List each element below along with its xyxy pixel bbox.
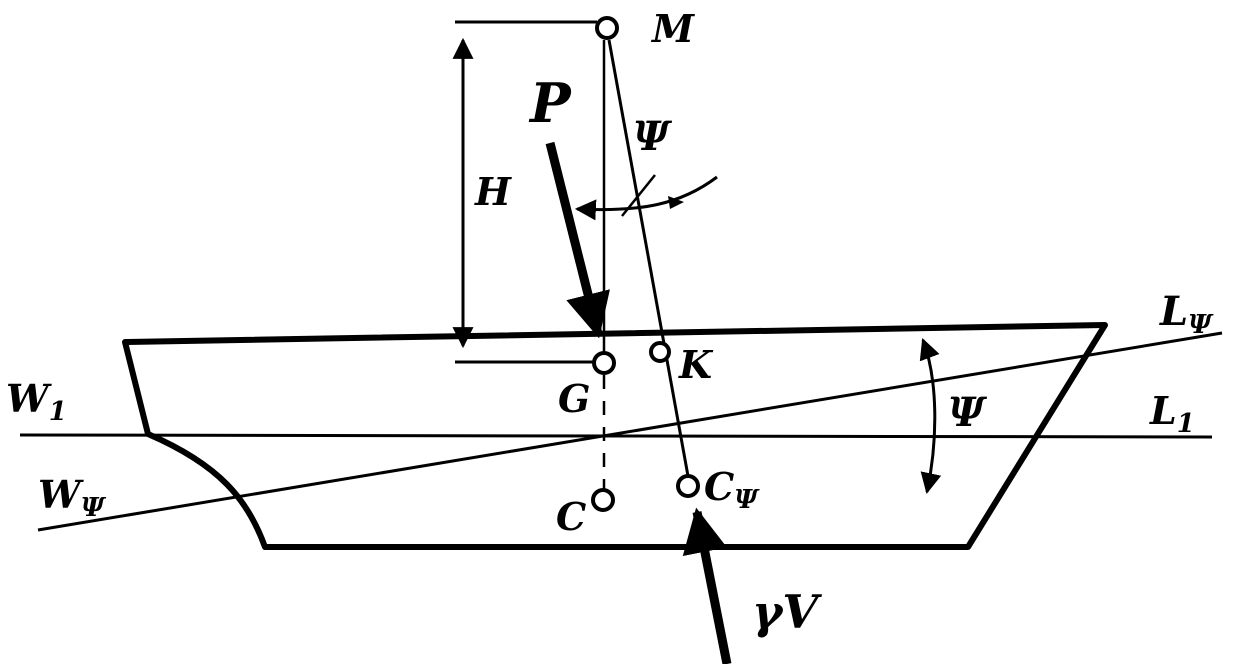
label-gamma-v: γV (752, 585, 822, 639)
label-l1: L1 (1149, 388, 1195, 439)
label-l1-main: L (1149, 388, 1177, 433)
label-l-psi: LΨ (1159, 288, 1214, 340)
label-w1-main: W (6, 376, 52, 421)
label-c-psi-main: C (704, 464, 734, 509)
angle-psi-arc-top (574, 175, 718, 221)
label-l-psi-sub: Ψ (1188, 310, 1214, 340)
point-c-psi (676, 474, 700, 498)
point-k (649, 341, 671, 363)
point-g (592, 351, 616, 375)
angle-psi-tick-top (621, 174, 656, 217)
inclined-line-m-c-psi (607, 39, 690, 477)
label-k: K (678, 342, 714, 387)
label-w-psi: WΨ (38, 472, 107, 523)
waterline-wpsi-lpsi (37, 331, 1223, 532)
label-l1-sub: 1 (1177, 409, 1195, 439)
hull-outline (122, 322, 1108, 550)
label-psi-top: Ψ (633, 113, 673, 160)
label-w1-sub: 1 (49, 397, 67, 427)
force-p-arrow (545, 141, 610, 339)
label-psi-right: Ψ (948, 389, 988, 436)
label-w-psi-main: W (38, 472, 84, 517)
angle-psi-arc-right (919, 338, 942, 495)
point-c (591, 488, 615, 512)
label-g: G (558, 376, 590, 421)
label-h: H (474, 169, 512, 214)
label-w-psi-sub: Ψ (81, 493, 107, 523)
label-c-psi: CΨ (704, 464, 760, 515)
label-w1: W1 (6, 376, 67, 427)
label-p: P (528, 71, 572, 135)
angle-psi-arrowhead-mid (668, 196, 684, 209)
force-gamma-v-arrow (682, 507, 732, 664)
waterline-w1-l1 (19, 433, 1213, 439)
label-c: C (556, 494, 586, 539)
label-l-psi-main: L (1159, 288, 1188, 335)
label-m: M (650, 6, 695, 51)
label-c-psi-sub: Ψ (734, 485, 760, 515)
point-m (595, 16, 619, 40)
